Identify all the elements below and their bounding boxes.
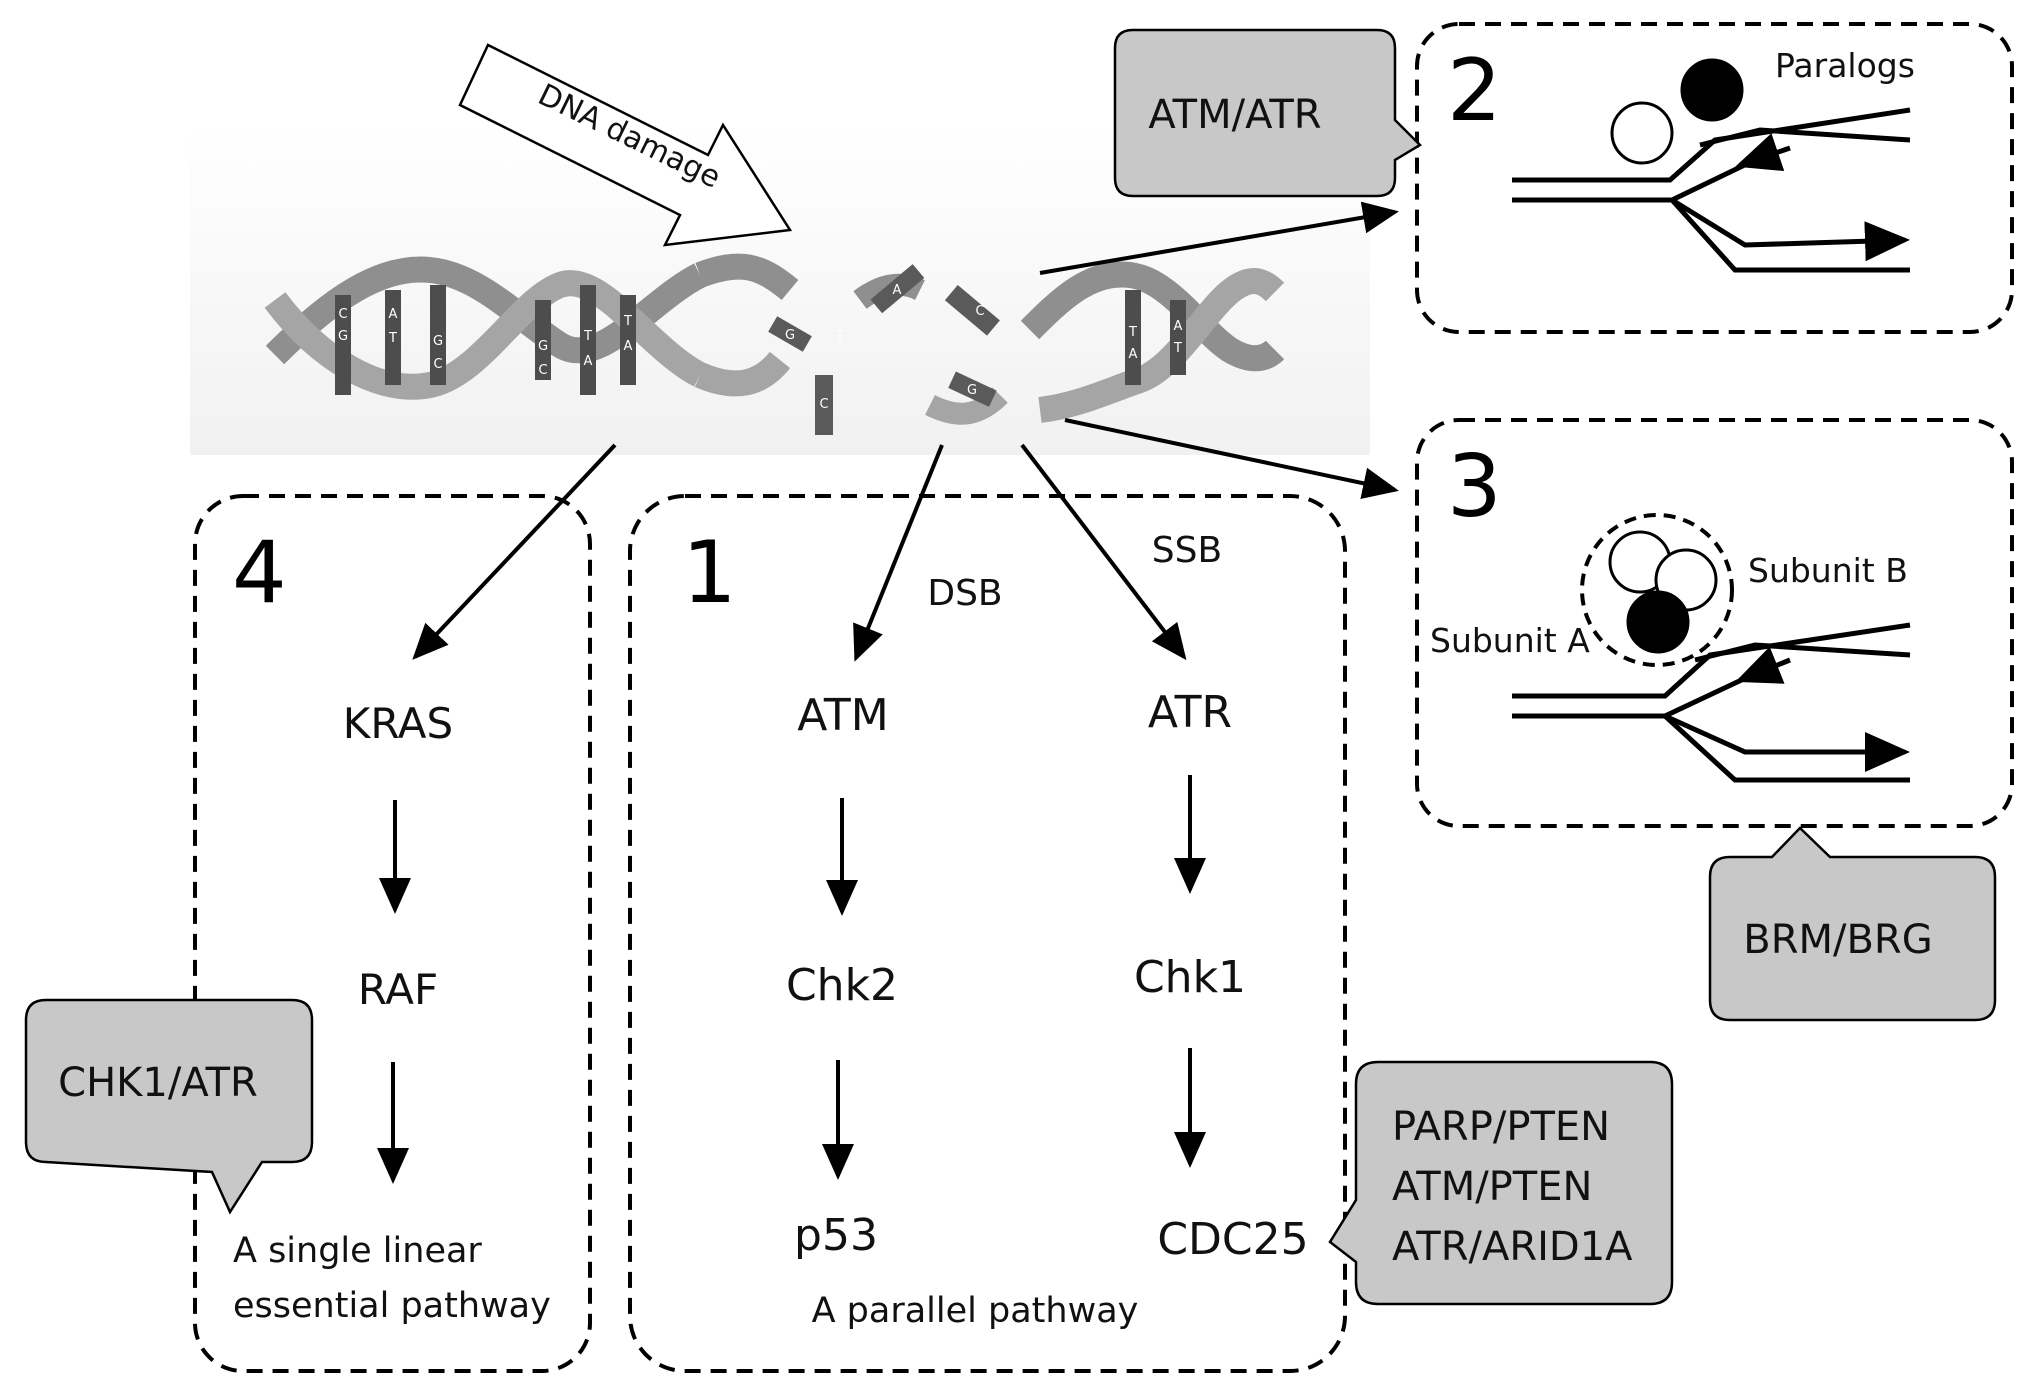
- panel-4-caption-line2: essential pathway: [233, 1286, 551, 1326]
- paralog-white-circle: [1610, 101, 1674, 165]
- base-letter: T: [1173, 341, 1182, 356]
- base-pair: [335, 295, 351, 395]
- raf-label: RAF: [358, 965, 438, 1014]
- base-letter: G: [785, 328, 795, 343]
- chk2-label: Chk2: [786, 960, 898, 1011]
- base-letter: T: [388, 331, 397, 346]
- panel-4: 4 KRAS RAF A single linear essential pat…: [193, 494, 592, 1373]
- callout-line-2: ATM/PTEN: [1392, 1164, 1592, 1210]
- helix-backbone: [1020, 261, 1285, 372]
- panel-3-number: 3: [1447, 437, 1502, 537]
- kras-label: KRAS: [343, 699, 453, 748]
- base-fragment: [944, 284, 1000, 336]
- base-pair: [430, 285, 446, 385]
- base-fragment: [948, 371, 997, 407]
- replication-fork-2: [1512, 107, 1911, 273]
- base-letter: A: [389, 307, 398, 322]
- base-letter: A: [624, 339, 633, 354]
- base-letter: C: [975, 304, 984, 319]
- callout-atm-atr: ATM/ATR: [1113, 28, 1423, 198]
- base-letter: A: [893, 283, 902, 298]
- helix-backbone: [695, 253, 799, 301]
- base-fragment: [870, 264, 925, 314]
- cdc25-label: CDC25: [1157, 1214, 1308, 1265]
- base-letter: T: [835, 329, 844, 344]
- base-letter: T: [583, 329, 592, 344]
- base-letter: G: [433, 334, 443, 349]
- arrow-to-atr: [1020, 443, 1187, 661]
- arrow-to-panel-2: [1039, 201, 1399, 275]
- chk1-label: Chk1: [1134, 952, 1246, 1003]
- arrow-to-panel-3: [1064, 418, 1399, 500]
- panel-2-number: 2: [1447, 41, 1502, 141]
- base-pair: [580, 285, 596, 395]
- base-fragment: [768, 316, 812, 352]
- p53-label: p53: [794, 1210, 878, 1261]
- subunit-a-circle: [1626, 590, 1690, 654]
- panel-1: 1 DSB SSB ATM Chk2 p53 ATR Chk1 CDC25 A …: [628, 494, 1347, 1373]
- base-letter: C: [538, 363, 547, 378]
- base-letter: A: [584, 354, 593, 369]
- atr-label: ATR: [1148, 687, 1232, 738]
- base-pair: [385, 290, 401, 385]
- arrow-to-atm: [853, 444, 944, 662]
- dsb-label: DSB: [927, 573, 1002, 614]
- base-letter: C: [433, 357, 442, 372]
- base-pair: [1170, 300, 1186, 375]
- callout-chk1-atr-text: CHK1/ATR: [58, 1060, 258, 1106]
- callout-brm-brg-text: BRM/BRG: [1743, 917, 1932, 963]
- base-pair: [535, 300, 551, 380]
- helix-fragment: [925, 386, 1008, 425]
- dna-helix: [264, 253, 1285, 435]
- subunit-a-label: Subunit A: [1430, 621, 1590, 660]
- panel-1-number: 1: [682, 523, 737, 623]
- callout-chk1-atr: CHK1/ATR: [24, 998, 314, 1215]
- base-letter: G: [338, 329, 348, 344]
- panel-3-border: [1415, 418, 2014, 828]
- panel-4-caption-line1: A single linear: [233, 1231, 482, 1271]
- replication-fork-3: [1512, 622, 1911, 783]
- subunit-b-label: Subunit B: [1748, 551, 1908, 590]
- base-letter: T: [623, 314, 632, 329]
- panel-3: 3 Subunit B Subunit A: [1415, 418, 2014, 828]
- base-letter: C: [819, 397, 828, 412]
- helix-backbone: [694, 351, 791, 397]
- base-letter: G: [538, 339, 548, 354]
- panel-1-border: [628, 494, 1347, 1373]
- base-pair: [620, 295, 636, 385]
- helix-base-letters: C G A T G C G C T A T A G T A C C G T A …: [338, 283, 1183, 412]
- base-letter: G: [967, 383, 977, 398]
- callout-line-3: ATR/ARID1A: [1392, 1224, 1633, 1270]
- panel-1-caption: A parallel pathway: [812, 1291, 1139, 1331]
- panel-2-border: [1415, 22, 2014, 334]
- panel-4-border: [193, 494, 592, 1373]
- paralog-black-circle: [1680, 58, 1744, 122]
- callout-line-1: PARP/PTEN: [1392, 1104, 1610, 1150]
- callout-atm-atr-text: ATM/ATR: [1148, 92, 1321, 138]
- atm-label: ATM: [797, 690, 889, 741]
- ssb-label: SSB: [1152, 530, 1222, 571]
- panel-4-number: 4: [232, 523, 287, 623]
- base-letter: C: [338, 307, 347, 322]
- complex-outline: [1580, 513, 1734, 667]
- arrow-to-kras: [412, 443, 617, 660]
- paralogs-label: Paralogs: [1775, 46, 1915, 85]
- callout-brm-brg: BRM/BRG: [1708, 826, 1997, 1022]
- base-letter: T: [1128, 325, 1137, 340]
- base-pair: [1125, 290, 1141, 385]
- base-letter: A: [1129, 347, 1138, 362]
- panel-2: 2 Paralogs: [1415, 22, 2014, 334]
- base-fragment: [815, 375, 833, 435]
- callout-sl-pairs: PARP/PTEN ATM/PTEN ATR/ARID1A: [1328, 1060, 1674, 1306]
- base-letter: A: [1174, 319, 1183, 334]
